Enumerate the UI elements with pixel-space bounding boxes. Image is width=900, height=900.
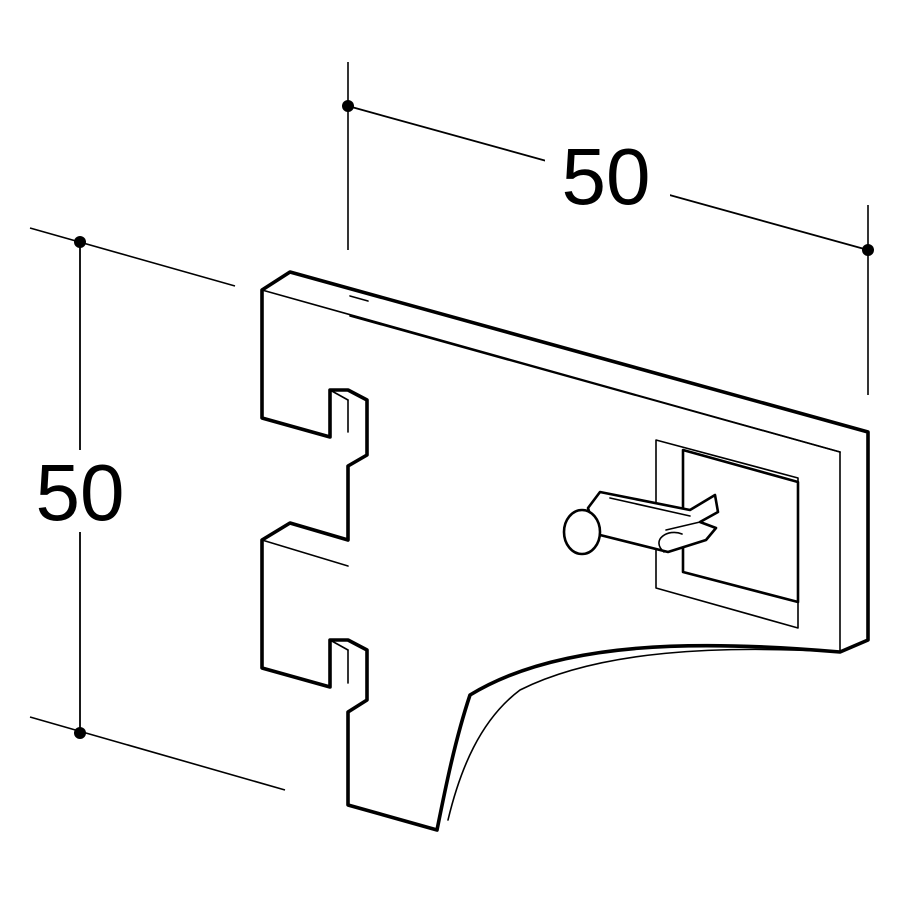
middle-hook-face	[261, 539, 349, 567]
pin-detail-lines	[609, 497, 701, 553]
height-dimension: 50	[25, 227, 286, 791]
underside-curve-inner	[447, 648, 841, 821]
top-joint-line	[349, 295, 369, 302]
width-label-backdrop	[545, 125, 670, 210]
pin-head	[562, 508, 602, 556]
width-dimension-label: 50	[562, 132, 651, 221]
lower-hook-inner-edge	[329, 639, 349, 651]
width-dimension-end-dot	[342, 100, 354, 112]
upper-hook-inner-edge	[329, 389, 349, 401]
height-dimension-label: 50	[36, 448, 125, 537]
locking-pin	[562, 490, 720, 556]
height-extension-line-bottom	[29, 716, 286, 791]
height-extension-line-top	[29, 227, 236, 287]
face-bevel-line	[349, 315, 841, 453]
bracket-outline	[260, 270, 870, 832]
width-dimension: 50	[342, 62, 874, 395]
width-dimension-end-dot	[862, 244, 874, 256]
height-label-backdrop	[25, 450, 135, 532]
height-dimension-end-dot	[74, 727, 86, 739]
height-dimension-end-dot	[74, 236, 86, 248]
shelf-bracket	[260, 270, 870, 832]
